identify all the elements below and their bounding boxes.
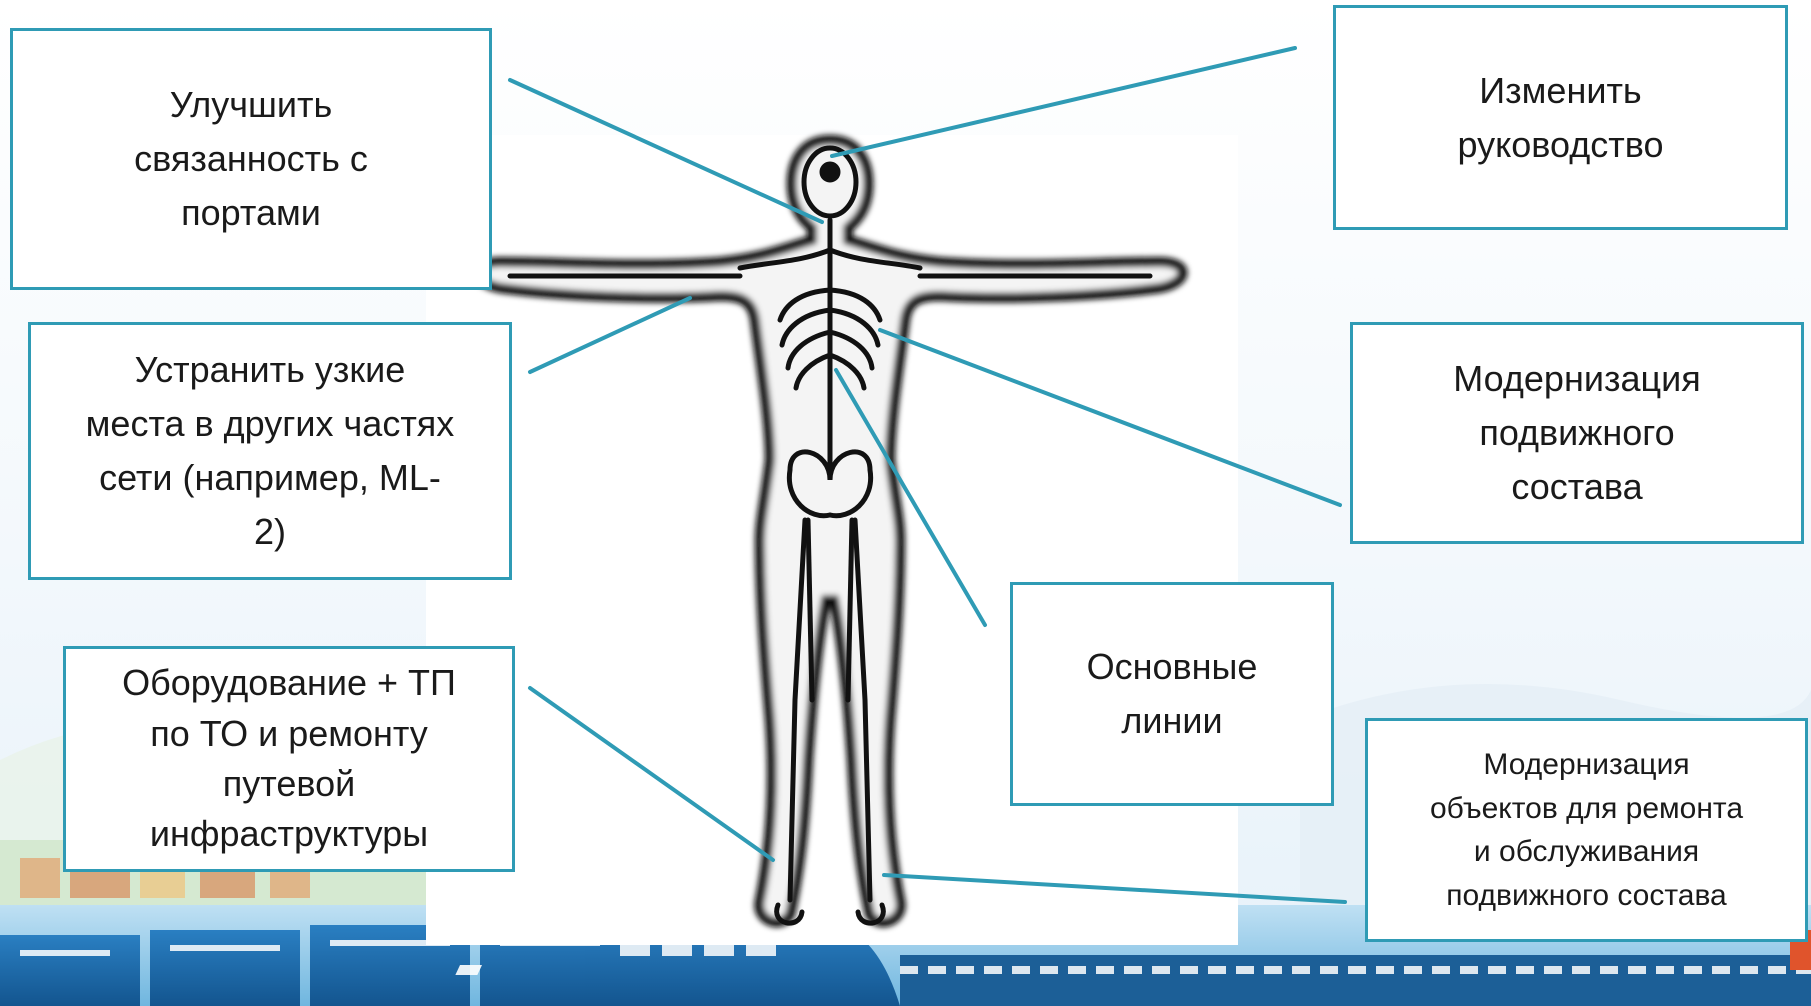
label-governance: Изменить руководство [1333,5,1788,230]
label-bottlenecks: Устранить узкие места в других частях се… [28,322,512,580]
connector-main-lines [836,370,985,625]
label-rolling-stock: Модернизация подвижного состава [1350,322,1804,544]
connector-ports [510,80,822,222]
label-depots: Модернизация объектов для ремонта и обсл… [1365,718,1808,942]
label-track-maintenance: Оборудование + ТП по ТО и ремонту путево… [63,646,515,872]
label-rolling-stock-text: Модернизация подвижного состава [1453,352,1700,514]
connector-bottlenecks [530,298,690,372]
label-main-lines: Основные линии [1010,582,1334,806]
label-main-lines-text: Основные линии [1087,640,1258,748]
label-ports: Улучшить связанность с портами [10,28,492,290]
connector-rolling-stock [880,330,1340,505]
connector-depots [884,875,1345,902]
connector-governance [832,48,1295,156]
connector-track-maintenance [530,688,773,860]
label-ports-text: Улучшить связанность с портами [134,78,368,240]
label-depots-text: Модернизация объектов для ремонта и обсл… [1430,743,1743,917]
label-governance-text: Изменить руководство [1458,64,1664,172]
label-track-maintenance-text: Оборудование + ТП по ТО и ремонту путево… [122,658,456,860]
label-bottlenecks-text: Устранить узкие места в других частях се… [86,343,455,559]
